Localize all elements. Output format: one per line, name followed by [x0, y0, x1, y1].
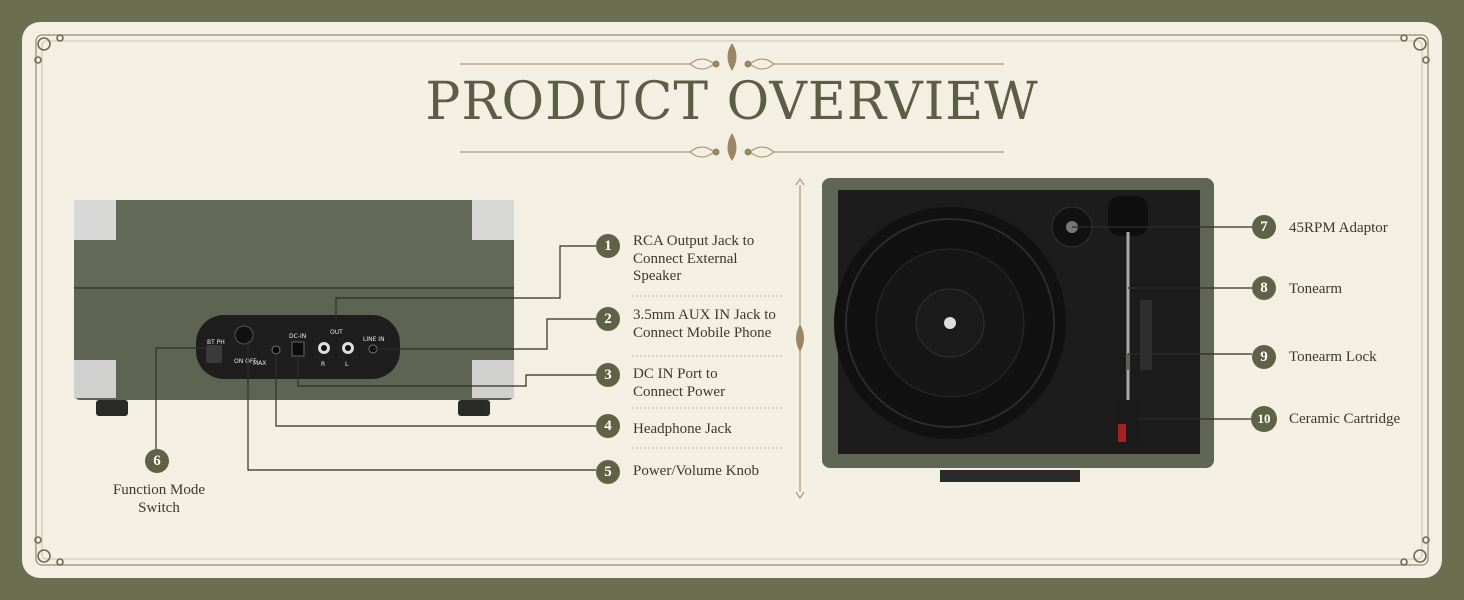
callout-number-10: 10 — [1251, 406, 1277, 432]
callout-label-7: 45RPM Adaptor — [1289, 220, 1388, 236]
player-top-view — [822, 178, 1252, 482]
volume-knob — [234, 325, 254, 345]
callout-label-2: 3.5mm AUX IN Jack to Connect Mobile Phon… — [633, 307, 776, 341]
title-ornament-bottom — [460, 132, 1004, 161]
panel-label-max: MAX — [253, 360, 266, 367]
callout-number-3: 3 — [596, 363, 620, 387]
callout-label-9: Tonearm Lock — [1289, 349, 1377, 365]
panel-label-on-off: ON OFF — [234, 358, 257, 365]
callout-number-6: 6 — [145, 449, 169, 473]
mode-switch — [206, 345, 222, 363]
panel-label-out: OUT — [330, 329, 343, 336]
callout-number-5: 5 — [596, 460, 620, 484]
callout-lines-left — [155, 245, 596, 471]
callout-number-4: 4 — [596, 414, 620, 438]
callout-lines-right — [1072, 226, 1252, 420]
panel-label-dc-in: DC-IN — [289, 333, 306, 340]
callout-number-2: 2 — [596, 307, 620, 331]
callout-label-3: DC IN Port to Connect Power — [633, 366, 726, 400]
panel-label-bt-ph: BT PH — [207, 339, 225, 346]
title-ornament-top — [460, 43, 1004, 72]
callout-number-7: 7 — [1252, 215, 1276, 239]
callout-label-1: RCA Output Jack to Connect External Spea… — [633, 233, 755, 284]
callout-label-10: Ceramic Cartridge — [1289, 411, 1401, 427]
callout-label-5: Power/Volume Knob — [633, 463, 759, 479]
callout-label-6: Function Mode Switch — [112, 482, 206, 516]
panel-label-r: R — [321, 361, 325, 368]
panel-label-l: L — [345, 361, 349, 368]
callout-label-8: Tonearm — [1289, 281, 1343, 297]
page-title: PRODUCT OVERVIEW — [425, 72, 1039, 132]
callout-number-8: 8 — [1252, 276, 1276, 300]
callout-number-9: 9 — [1252, 345, 1276, 369]
tonearm-base — [1108, 196, 1148, 236]
callout-separators — [632, 295, 782, 449]
callout-label-4: Headphone Jack — [633, 421, 732, 437]
player-side-view: BT PH ON OFF MAX DC-IN OUT R L LINE IN — [74, 200, 782, 471]
corner-ornaments — [34, 34, 1430, 566]
callout-number-1: 1 — [596, 234, 620, 258]
divider — [795, 178, 805, 499]
panel-label-line-in: LINE IN — [363, 336, 385, 343]
